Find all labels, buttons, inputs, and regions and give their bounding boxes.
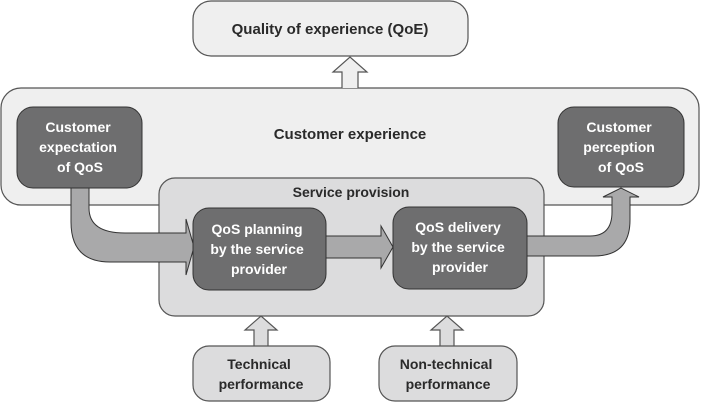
qos-delivery-label: QoS delivery by the service provider [411,219,508,275]
arrow-planning-to-delivery [325,224,394,270]
non-technical-performance-box [378,345,518,402]
service-provision-label: Service provision [293,184,410,200]
arrow-nontechnical-to-service [429,315,465,346]
arrow-technical-to-service [243,315,279,346]
arrow-to-qoe [331,56,369,88]
technical-performance-label: Technical performance [219,356,304,392]
customer-expectation-box [16,106,143,189]
qos-delivery-box [392,206,528,290]
qoe-label: Quality of experience (QoE) [232,21,429,38]
qoe-box [192,0,469,57]
non-technical-performance-label: Non-technical performance [400,356,496,392]
qos-planning-label: QoS planning by the service provider [210,221,307,277]
technical-performance-box [192,345,331,402]
customer-experience-label: Customer experience [274,126,427,143]
customer-perception-label: Customer perception of QoS [583,119,658,175]
customer-expectation-label: Customer expectation of QoS [39,119,121,175]
customer-perception-box [557,106,685,188]
qos-planning-box [192,207,327,291]
arrow-delivery-to-perception [525,187,640,257]
